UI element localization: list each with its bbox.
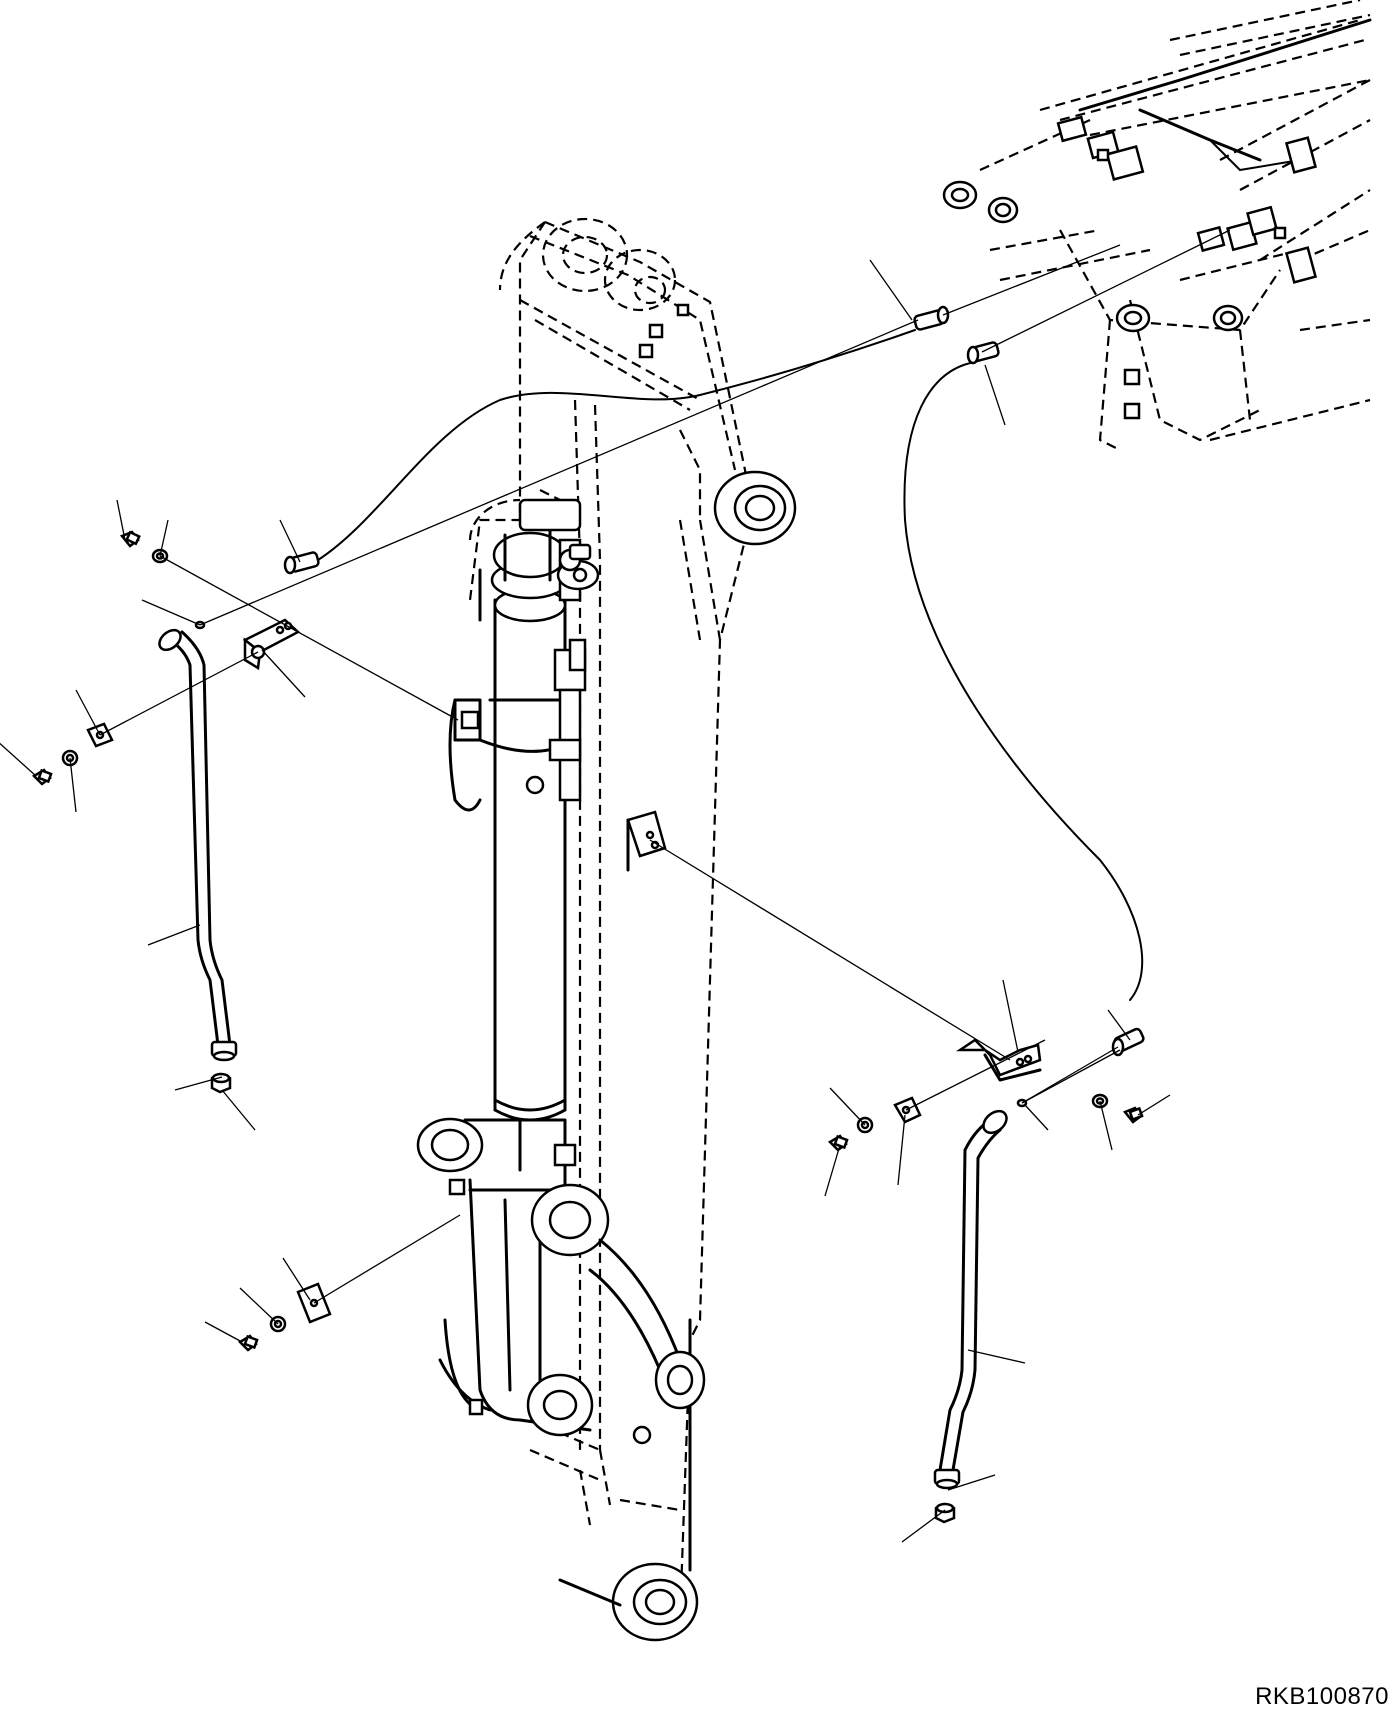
arm-outline xyxy=(468,217,797,1642)
leader-lines xyxy=(0,229,1231,1543)
right-tube xyxy=(933,1109,1008,1524)
left-tube xyxy=(158,628,238,1094)
hydraulic-cylinder xyxy=(416,498,706,1445)
drawing-code: RKB100870 xyxy=(1255,1683,1389,1710)
hose-fittings xyxy=(283,305,1145,1057)
hydraulic-hoses xyxy=(317,329,1144,1001)
hardware xyxy=(31,530,1144,1352)
upper-boom-frame xyxy=(942,0,1372,451)
